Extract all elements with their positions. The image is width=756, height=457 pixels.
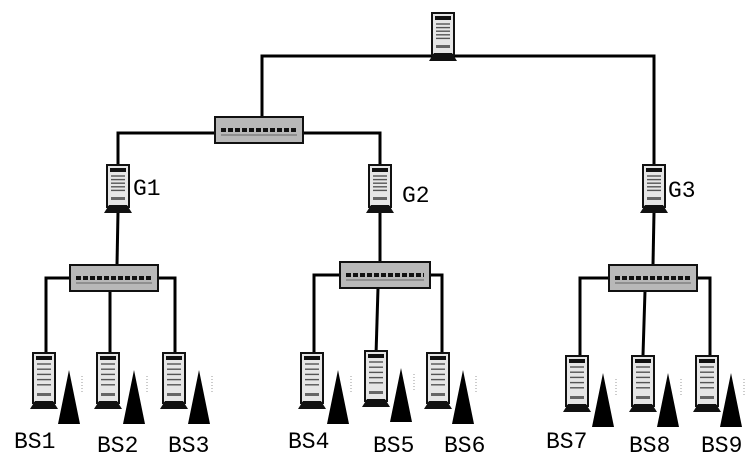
link-switch3-right bbox=[697, 276, 712, 358]
base-station-server-icon-bs6 bbox=[424, 352, 452, 409]
access-switch-icon-2 bbox=[339, 261, 431, 289]
antenna-tower-icon-bs3 bbox=[188, 370, 213, 424]
link-root-g3 bbox=[443, 54, 656, 170]
antenna-tower-icon-bs5 bbox=[390, 368, 415, 422]
gateway-label-g1: G1 bbox=[133, 176, 161, 202]
access-switch-icon-1 bbox=[69, 264, 159, 292]
antenna-tower-icon-bs1 bbox=[58, 370, 83, 424]
link-switch2-mid bbox=[374, 287, 380, 356]
link-switch-g1 bbox=[116, 131, 215, 168]
link-switch2-left bbox=[312, 273, 340, 358]
base-station-server-icon-bs4 bbox=[298, 352, 326, 409]
link-g1-switch bbox=[115, 211, 120, 266]
base-station-server-icon-bs1 bbox=[30, 352, 58, 409]
link-g3-switch bbox=[651, 211, 656, 266]
access-switch-icon-3 bbox=[608, 264, 698, 292]
antenna-tower-icon-bs7 bbox=[592, 373, 617, 427]
base-station-server-icon-bs2 bbox=[94, 352, 122, 409]
core-switch-icon bbox=[214, 116, 304, 144]
antenna-tower-icon-bs9 bbox=[720, 373, 745, 427]
base-station-label-bs5: BS5 bbox=[373, 433, 414, 457]
network-nodes bbox=[30, 12, 745, 427]
base-station-label-bs8: BS8 bbox=[629, 433, 670, 457]
gateway-server-icon-g3 bbox=[640, 164, 668, 213]
base-station-server-icon-bs9 bbox=[693, 355, 721, 412]
link-switch1-left bbox=[44, 276, 70, 358]
link-switch3-left bbox=[578, 276, 609, 358]
base-station-label-bs7: BS7 bbox=[546, 429, 587, 455]
base-station-server-icon-bs3 bbox=[160, 352, 188, 409]
gateway-label-g2: G2 bbox=[402, 183, 430, 209]
antenna-tower-icon-bs8 bbox=[657, 373, 682, 427]
base-station-label-bs9: BS9 bbox=[701, 433, 742, 457]
base-station-label-bs1: BS1 bbox=[14, 429, 55, 455]
link-switch1-right bbox=[158, 276, 177, 358]
gateway-server-icon-g1 bbox=[104, 164, 132, 213]
base-station-server-icon-bs7 bbox=[563, 355, 591, 412]
connection-links bbox=[44, 54, 712, 358]
base-station-label-bs2: BS2 bbox=[97, 433, 138, 457]
base-station-label-bs6: BS6 bbox=[444, 433, 485, 457]
link-switch-g2 bbox=[303, 131, 382, 168]
base-station-label-bs3: BS3 bbox=[168, 433, 209, 457]
antenna-tower-icon-bs2 bbox=[123, 370, 148, 424]
link-root-switch bbox=[260, 54, 445, 117]
base-station-server-icon-bs5 bbox=[362, 350, 390, 407]
base-station-server-icon-bs8 bbox=[629, 355, 657, 412]
antenna-tower-icon-bs6 bbox=[452, 370, 477, 424]
base-station-label-bs4: BS4 bbox=[288, 429, 329, 455]
gateway-server-icon-g2 bbox=[366, 164, 394, 213]
antenna-tower-icon-bs4 bbox=[327, 370, 352, 424]
link-switch2-right bbox=[430, 273, 444, 358]
link-switch3-mid bbox=[641, 290, 647, 356]
root-server-icon bbox=[429, 12, 457, 61]
gateway-label-g3: G3 bbox=[668, 178, 696, 204]
